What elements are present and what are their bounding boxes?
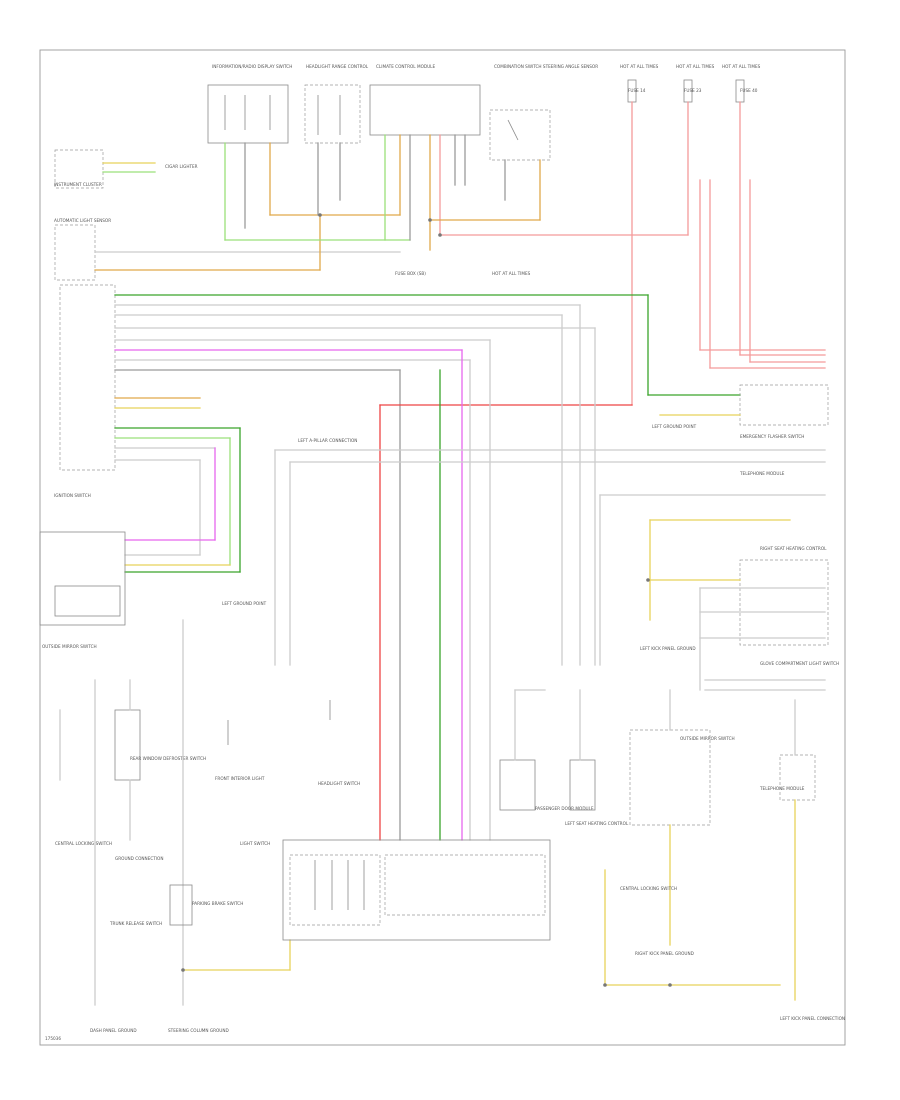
svg-text:IGNITION SWITCH: IGNITION SWITCH bbox=[54, 493, 91, 498]
svg-text:EMERGENCY FLASHER SWITCH: EMERGENCY FLASHER SWITCH bbox=[740, 434, 804, 439]
emergency-flasher-switch: EMERGENCY FLASHER SWITCH bbox=[739, 384, 829, 439]
svg-text:OUTSIDE MIRROR SWITCH: OUTSIDE MIRROR SWITCH bbox=[680, 736, 735, 741]
svg-text:HOT AT ALL TIMES: HOT AT ALL TIMES bbox=[620, 64, 659, 69]
seat-heating-left: LEFT SEAT HEATING CONTROL bbox=[565, 759, 629, 826]
ignition-switch-block: IGNITION SWITCH OUTSIDE MIRROR SWITCH bbox=[39, 493, 126, 649]
svg-text:RIGHT KICK PANEL GROUND: RIGHT KICK PANEL GROUND bbox=[635, 951, 694, 956]
svg-text:TELEPHONE MODULE: TELEPHONE MODULE bbox=[739, 471, 785, 476]
svg-text:DASH PANEL GROUND: DASH PANEL GROUND bbox=[90, 1028, 137, 1033]
svg-text:PASSENGER DOOR MODULE: PASSENGER DOOR MODULE bbox=[535, 806, 594, 811]
svg-text:HOT AT ALL TIMES: HOT AT ALL TIMES bbox=[676, 64, 715, 69]
svg-text:FUSE 40: FUSE 40 bbox=[740, 88, 758, 93]
svg-text:OUTSIDE MIRROR SWITCH: OUTSIDE MIRROR SWITCH bbox=[42, 644, 97, 649]
svg-text:LEFT SEAT HEATING CONTROL: LEFT SEAT HEATING CONTROL bbox=[565, 821, 629, 826]
svg-text:AUTOMATIC LIGHT SENSOR: AUTOMATIC LIGHT SENSOR bbox=[54, 218, 111, 223]
fuse-column-c: HOT AT ALL TIMES FUSE 40 bbox=[722, 64, 761, 103]
svg-text:PARKING BRAKE SWITCH: PARKING BRAKE SWITCH bbox=[192, 901, 243, 906]
top-component-1: INFORMATION/RADIO DISPLAY SWITCH bbox=[207, 64, 292, 144]
svg-text:FUSE 14: FUSE 14 bbox=[628, 88, 646, 93]
svg-text:LEFT GROUND POINT: LEFT GROUND POINT bbox=[222, 601, 267, 606]
light-switch-module: LIGHT SWITCH HEADLIGHT SWITCH bbox=[240, 781, 551, 941]
svg-text:FUSE BOX (SB): FUSE BOX (SB) bbox=[395, 271, 426, 276]
svg-text:LEFT KICK PANEL GROUND: LEFT KICK PANEL GROUND bbox=[640, 646, 696, 651]
svg-text:CIGAR LIGHTER: CIGAR LIGHTER bbox=[165, 164, 198, 169]
diagram-frame bbox=[39, 49, 846, 1046]
top-component-2: HEADLIGHT RANGE CONTROL bbox=[304, 64, 369, 144]
rear-lock-module: TELEPHONE MODULE bbox=[759, 754, 816, 801]
svg-text:GROUND CONNECTION: GROUND CONNECTION bbox=[115, 856, 163, 861]
svg-text:LIGHT SWITCH: LIGHT SWITCH bbox=[240, 841, 270, 846]
svg-text:INFORMATION/RADIO DISPLAY SWIT: INFORMATION/RADIO DISPLAY SWITCH bbox=[212, 64, 292, 69]
svg-text:HEADLIGHT SWITCH: HEADLIGHT SWITCH bbox=[318, 781, 360, 786]
passenger-door-module: PASSENGER DOOR MODULE bbox=[499, 759, 594, 811]
svg-text:LEFT A-PILLAR CONNECTION: LEFT A-PILLAR CONNECTION bbox=[298, 438, 357, 443]
svg-text:INSTRUMENT CLUSTER: INSTRUMENT CLUSTER bbox=[54, 182, 102, 187]
fuse-column-b: HOT AT ALL TIMES FUSE 23 bbox=[676, 64, 715, 103]
page-code: 175036 bbox=[45, 1036, 61, 1041]
top-component-3: CLIMATE CONTROL MODULE bbox=[369, 64, 481, 136]
top-component-4: COMBINATION SWITCH STEERING ANGLE SENSOR bbox=[489, 64, 598, 161]
rear-window-switch: REAR WINDOW DEFROSTER SWITCH bbox=[114, 709, 206, 781]
svg-text:TELEPHONE MODULE: TELEPHONE MODULE bbox=[759, 786, 805, 791]
parking-brake-switch: PARKING BRAKE SWITCH bbox=[169, 884, 243, 926]
svg-text:REAR WINDOW DEFROSTER SWITCH: REAR WINDOW DEFROSTER SWITCH bbox=[130, 756, 206, 761]
svg-text:FUSE 23: FUSE 23 bbox=[684, 88, 702, 93]
svg-text:HOT AT ALL TIMES: HOT AT ALL TIMES bbox=[492, 271, 531, 276]
main-connector-block bbox=[59, 284, 116, 471]
svg-text:CENTRAL LOCKING SWITCH: CENTRAL LOCKING SWITCH bbox=[55, 841, 112, 846]
auto-light-sensor: AUTOMATIC LIGHT SENSOR bbox=[54, 218, 111, 281]
svg-text:RIGHT SEAT HEATING CONTROL: RIGHT SEAT HEATING CONTROL bbox=[760, 546, 827, 551]
instrument-cluster-connector: INSTRUMENT CLUSTER CIGAR LIGHTER bbox=[54, 149, 198, 189]
svg-text:FRONT INTERIOR LIGHT: FRONT INTERIOR LIGHT bbox=[215, 776, 265, 781]
svg-text:COMBINATION SWITCH STEERING AN: COMBINATION SWITCH STEERING ANGLE SENSOR bbox=[494, 64, 598, 69]
svg-text:LEFT KICK PANEL CONNECTION: LEFT KICK PANEL CONNECTION bbox=[780, 1016, 845, 1021]
svg-text:HOT AT ALL TIMES: HOT AT ALL TIMES bbox=[722, 64, 761, 69]
seat-heating-right: RIGHT SEAT HEATING CONTROL bbox=[739, 546, 829, 646]
svg-text:CENTRAL LOCKING SWITCH: CENTRAL LOCKING SWITCH bbox=[620, 886, 677, 891]
svg-text:GLOVE COMPARTMENT LIGHT SWITCH: GLOVE COMPARTMENT LIGHT SWITCH bbox=[760, 661, 839, 666]
fuse-column-a: HOT AT ALL TIMES FUSE 14 bbox=[620, 64, 659, 103]
svg-text:TRUNK RELEASE SWITCH: TRUNK RELEASE SWITCH bbox=[109, 921, 162, 926]
svg-text:STEERING COLUMN GROUND: STEERING COLUMN GROUND bbox=[168, 1028, 229, 1033]
svg-text:HEADLIGHT RANGE CONTROL: HEADLIGHT RANGE CONTROL bbox=[306, 64, 369, 69]
glove-switch: GLOVE COMPARTMENT LIGHT SWITCH bbox=[760, 661, 839, 666]
svg-text:LEFT GROUND POINT: LEFT GROUND POINT bbox=[652, 424, 697, 429]
outside-mirror-switch: OUTSIDE MIRROR SWITCH bbox=[629, 729, 735, 826]
svg-text:CLIMATE CONTROL MODULE: CLIMATE CONTROL MODULE bbox=[376, 64, 435, 69]
